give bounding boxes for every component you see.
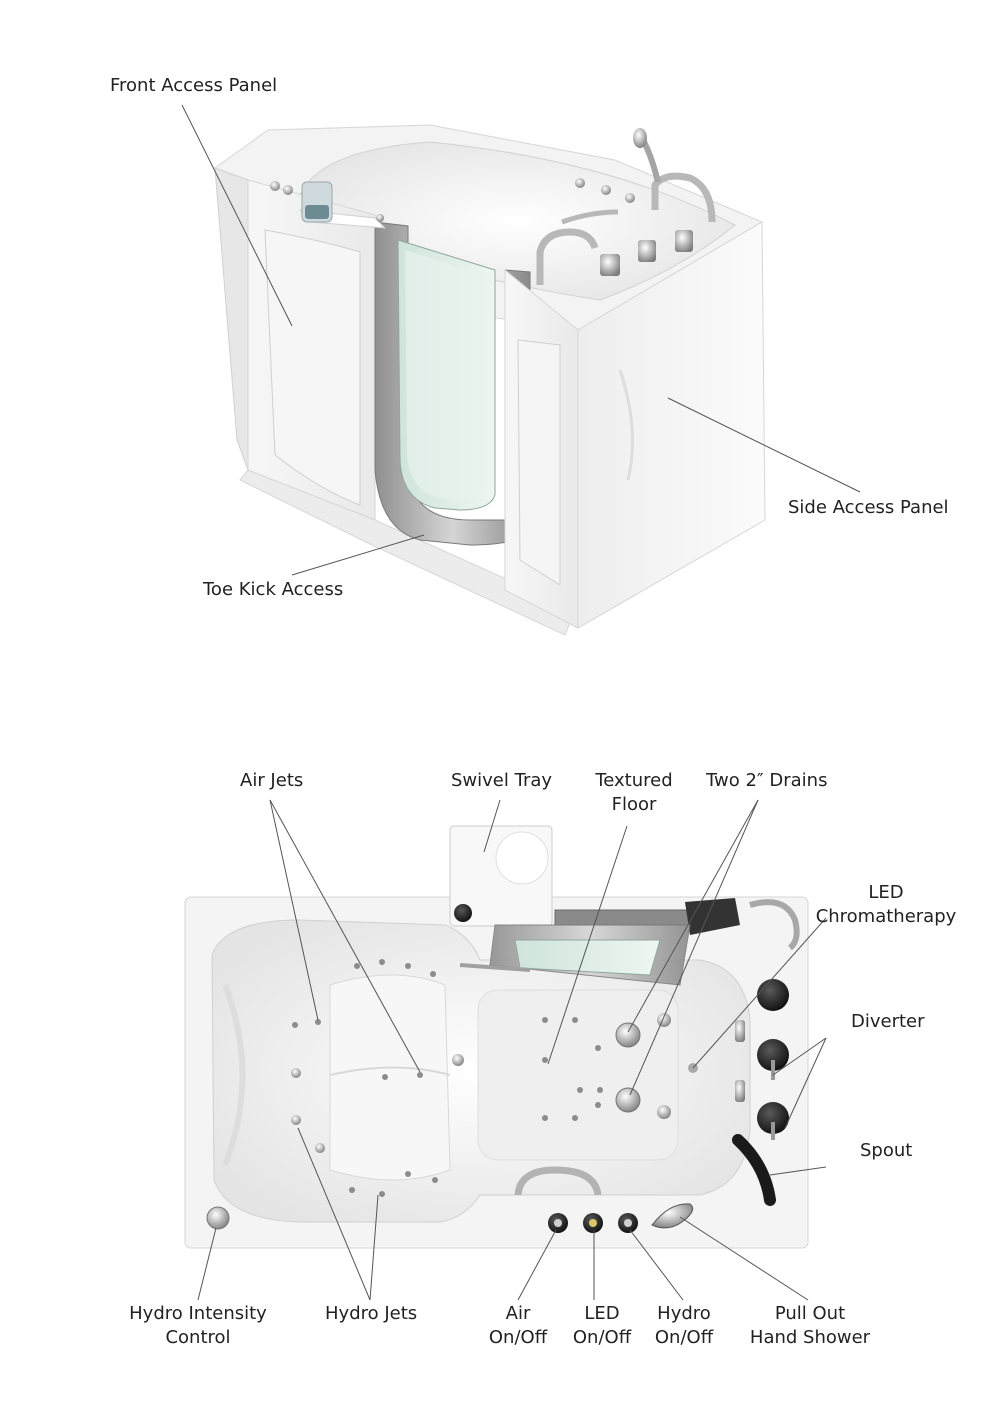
label-front-access-panel: Front Access Panel <box>110 75 278 96</box>
tub-top-down-view <box>184 825 809 1249</box>
top-leader-lines <box>181 104 861 576</box>
door-top <box>459 898 740 986</box>
label-air-on-off: Air On/Off <box>488 1303 548 1348</box>
hand-shower <box>651 1203 694 1229</box>
label-pull-out-hand-shower: Pull Out Hand Shower <box>749 1303 871 1348</box>
textured-floor <box>477 989 679 1161</box>
label-spout: Spout <box>860 1140 913 1161</box>
label-two-drains: Two 2″ Drains <box>706 770 828 791</box>
label-led-chromatherapy: LED Chromatherapy <box>815 882 957 927</box>
cup <box>301 181 333 223</box>
faucet-set <box>536 128 716 285</box>
air-jets <box>292 959 603 1197</box>
bottom-leader-lines <box>197 799 827 1301</box>
label-hydro-on-off: Hydro On/Off <box>654 1303 714 1348</box>
hydro-intensity-knob <box>206 1206 230 1230</box>
label-toe-kick-access: Toe Kick Access <box>203 579 344 600</box>
label-hydro-jets: Hydro Jets <box>325 1303 418 1324</box>
grab-bar <box>514 1166 602 1196</box>
label-side-access-panel: Side Access Panel <box>788 497 949 518</box>
label-led-on-off: LED On/Off <box>572 1303 632 1348</box>
drains <box>615 1022 641 1113</box>
swivel-tray <box>449 825 553 927</box>
label-swivel-tray: Swivel Tray <box>451 770 553 791</box>
spout <box>732 1134 776 1206</box>
label-hydro-intensity-control: Hydro Intensity Control <box>129 1303 267 1348</box>
label-textured-floor: Textured Floor <box>595 770 673 815</box>
bottom-buttons <box>548 1213 638 1233</box>
label-diverter: Diverter <box>851 1011 925 1032</box>
label-air-jets: Air Jets <box>240 770 304 791</box>
tub-3d-view <box>214 124 766 636</box>
right-knobs <box>757 979 789 1140</box>
